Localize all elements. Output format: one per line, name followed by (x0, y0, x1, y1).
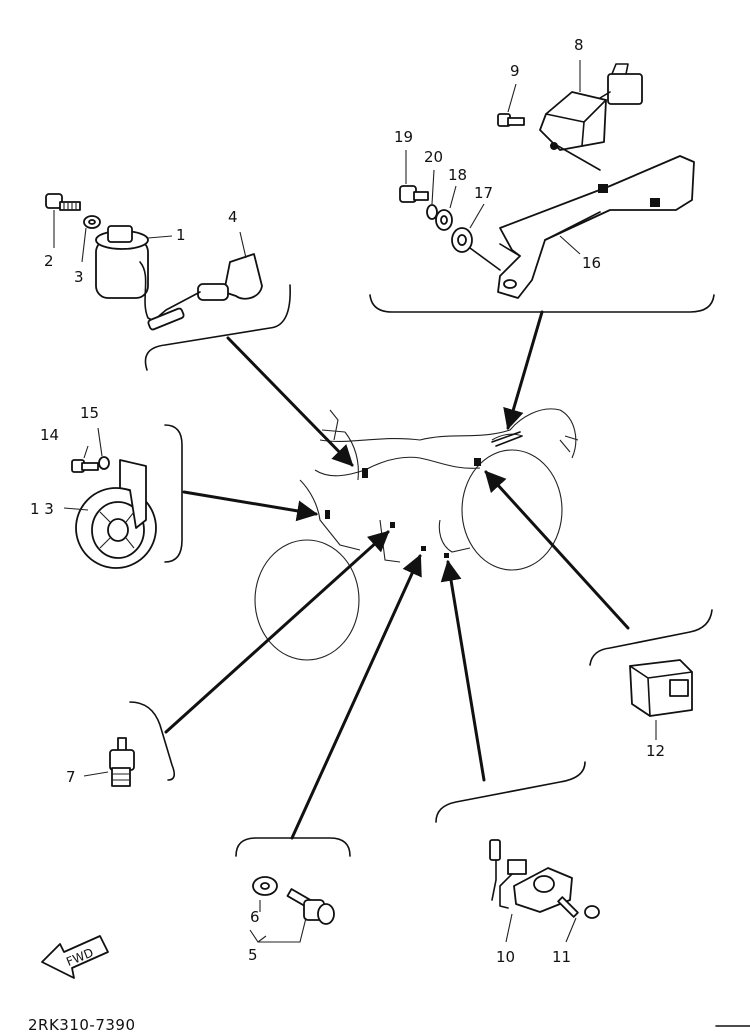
label-4: 4 (228, 208, 238, 226)
label-20: 20 (424, 148, 443, 166)
label-17: 17 (474, 184, 493, 202)
grommet-17 (451, 227, 501, 271)
switch-5 (286, 888, 335, 925)
forward-direction-arrow: FWD (41, 935, 109, 979)
bolt-2 (45, 193, 81, 211)
spark-plug-cap (147, 253, 263, 331)
motorcycle-frame-outline (254, 408, 579, 661)
label-13: 1 3 (30, 500, 54, 518)
label-7: 7 (66, 768, 76, 786)
bolt-9 (497, 113, 525, 127)
part-labels: 1 2 3 4 8 9 19 20 18 17 16 15 14 1 3 7 1… (30, 36, 665, 966)
switch-7 (109, 737, 135, 787)
label-2: 2 (44, 252, 54, 270)
diagram-code: 2RK310-7390 (28, 1016, 136, 1034)
screw-11 (557, 896, 600, 919)
bolt-14 (71, 459, 99, 473)
label-15: 15 (80, 404, 99, 422)
label-12: 12 (646, 742, 665, 760)
washer-3 (83, 215, 101, 229)
relay-bracket-16 (497, 145, 695, 299)
label-8: 8 (574, 36, 584, 54)
group-brackets (129, 284, 715, 857)
bolt-19 (399, 185, 429, 203)
label-10: 10 (496, 948, 515, 966)
label-3: 3 (74, 268, 84, 286)
washer-15 (98, 456, 110, 470)
label-leader-lines (53, 60, 657, 943)
collar-18 (435, 209, 453, 231)
label-19: 19 (394, 128, 413, 146)
horn (75, 459, 157, 569)
label-5: 5 (248, 946, 258, 964)
relay-unit (539, 63, 643, 151)
label-18: 18 (448, 166, 467, 184)
label-1: 1 (176, 226, 186, 244)
label-16: 16 (582, 254, 601, 272)
washer-6 (252, 876, 278, 896)
label-14: 14 (40, 426, 59, 444)
mount-point-markers (325, 431, 523, 558)
leader-arrows (164, 310, 630, 840)
flasher-relay-12 (629, 659, 693, 717)
label-9: 9 (510, 62, 520, 80)
label-6: 6 (250, 908, 260, 926)
label-11: 11 (552, 948, 571, 966)
ignition-coil (95, 225, 157, 323)
washer-20 (426, 204, 438, 220)
